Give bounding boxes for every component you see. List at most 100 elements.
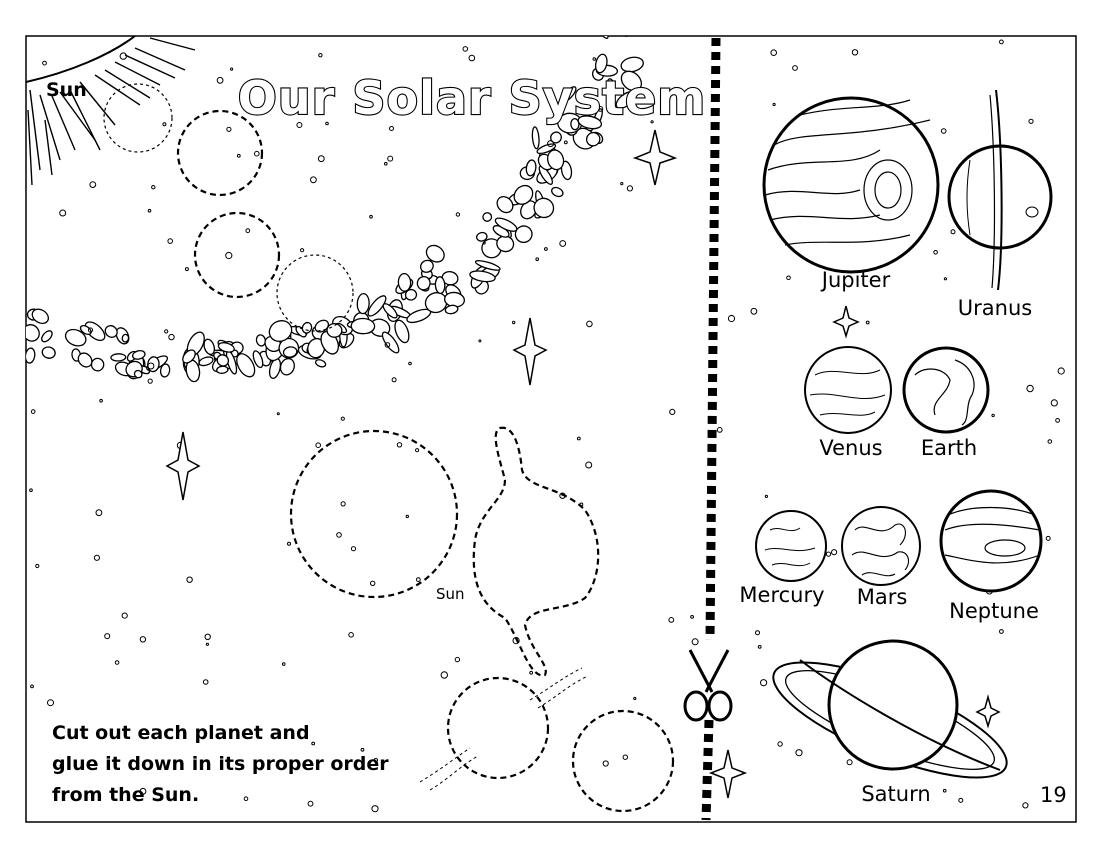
asteroid — [475, 231, 488, 242]
star-dot — [757, 645, 762, 649]
asteroid — [496, 196, 514, 214]
neptune-icon — [939, 489, 1043, 593]
star-dot — [93, 554, 101, 561]
star-dot — [405, 514, 409, 519]
star-dot — [512, 320, 516, 325]
asteroid — [404, 288, 418, 301]
asteroid — [620, 70, 643, 92]
page-number: 19 — [1040, 783, 1067, 807]
asteroid — [533, 197, 555, 219]
asteroid — [236, 353, 256, 378]
star-dot — [226, 126, 232, 132]
asteroid — [314, 359, 327, 368]
asteroid — [84, 321, 106, 342]
asteroid — [350, 317, 376, 335]
star-dot — [139, 787, 147, 795]
asteroid — [394, 319, 410, 344]
star-dot — [147, 208, 152, 213]
star-dot — [186, 576, 193, 583]
asteroid-belt-icon — [0, 36, 644, 383]
star-dot — [455, 212, 461, 217]
star-dot — [168, 333, 175, 341]
star-dot — [727, 314, 736, 323]
neptune-slot — [571, 709, 675, 813]
star-icon — [708, 749, 748, 799]
asteroid — [531, 126, 540, 150]
star-dot — [114, 660, 120, 665]
star-dot — [99, 398, 103, 403]
star-dot — [622, 754, 628, 760]
asteroid — [307, 337, 326, 359]
asteroid — [182, 349, 196, 364]
page-title-art: Our Solar System — [238, 71, 706, 125]
star-dot — [690, 615, 694, 619]
asteroid — [301, 321, 313, 334]
star-dot — [119, 52, 128, 60]
asteroid — [594, 53, 608, 74]
star-dot — [164, 329, 169, 334]
asteroid — [282, 346, 298, 358]
star-dot — [1045, 535, 1051, 541]
star-dot — [307, 800, 314, 807]
star-dot — [851, 49, 859, 56]
star-dot — [825, 551, 832, 557]
star-dot — [167, 238, 173, 244]
cut-line — [701, 37, 721, 821]
star-dot — [202, 679, 209, 685]
asteroid — [560, 160, 573, 181]
asteroid — [77, 352, 93, 368]
star-dot — [1055, 418, 1060, 423]
star-dot — [391, 377, 397, 383]
star-icon — [975, 694, 1001, 729]
star-dot — [760, 679, 768, 687]
star-dot — [943, 277, 948, 281]
star-dot — [468, 54, 476, 62]
star-dot — [529, 670, 534, 675]
star-dot — [846, 759, 853, 766]
planet-placeholders — [103, 83, 675, 813]
asteroid — [425, 244, 445, 263]
saturn-icon — [772, 639, 1008, 779]
asteroid — [550, 131, 562, 144]
star-dot — [408, 361, 412, 366]
sun-icon — [26, 36, 196, 186]
asteroid — [64, 328, 87, 347]
star-dot — [296, 122, 303, 128]
asteroid — [0, 335, 15, 356]
star-dot — [236, 153, 241, 158]
page-border — [25, 35, 1077, 823]
asteroid — [26, 347, 36, 364]
star-dot — [691, 638, 699, 646]
instructions-line: Cut out each planet and — [52, 722, 310, 744]
star-dot — [389, 126, 394, 131]
star-dot — [478, 339, 482, 343]
star-dot — [204, 633, 211, 640]
star-dot — [585, 461, 593, 469]
instructions-text: Cut out each planet and glue it down in … — [52, 718, 389, 811]
star-dot — [162, 122, 167, 127]
star-dot — [311, 741, 316, 746]
venus-icon — [804, 346, 892, 434]
uranus-icon — [947, 89, 1053, 291]
earth-slot — [193, 211, 281, 299]
star-dot — [950, 229, 956, 235]
star-dot — [770, 49, 778, 57]
asteroid — [560, 86, 577, 103]
asteroid — [525, 159, 537, 177]
star-dot — [29, 488, 33, 493]
star-dot — [602, 760, 609, 767]
mars-slot — [276, 254, 354, 332]
star-dot — [415, 448, 420, 453]
star-dot — [216, 76, 224, 84]
star-dot — [633, 696, 637, 701]
planet-label-venus: Venus — [819, 436, 883, 460]
star-dot — [831, 549, 838, 556]
asteroid — [104, 325, 118, 338]
asteroid — [121, 333, 130, 343]
planet-label-neptune: Neptune — [949, 599, 1039, 623]
star-dot — [668, 617, 675, 623]
star-dot — [559, 240, 567, 247]
star-dot — [933, 250, 938, 255]
star-dot — [310, 176, 317, 184]
asteroid — [482, 212, 493, 222]
